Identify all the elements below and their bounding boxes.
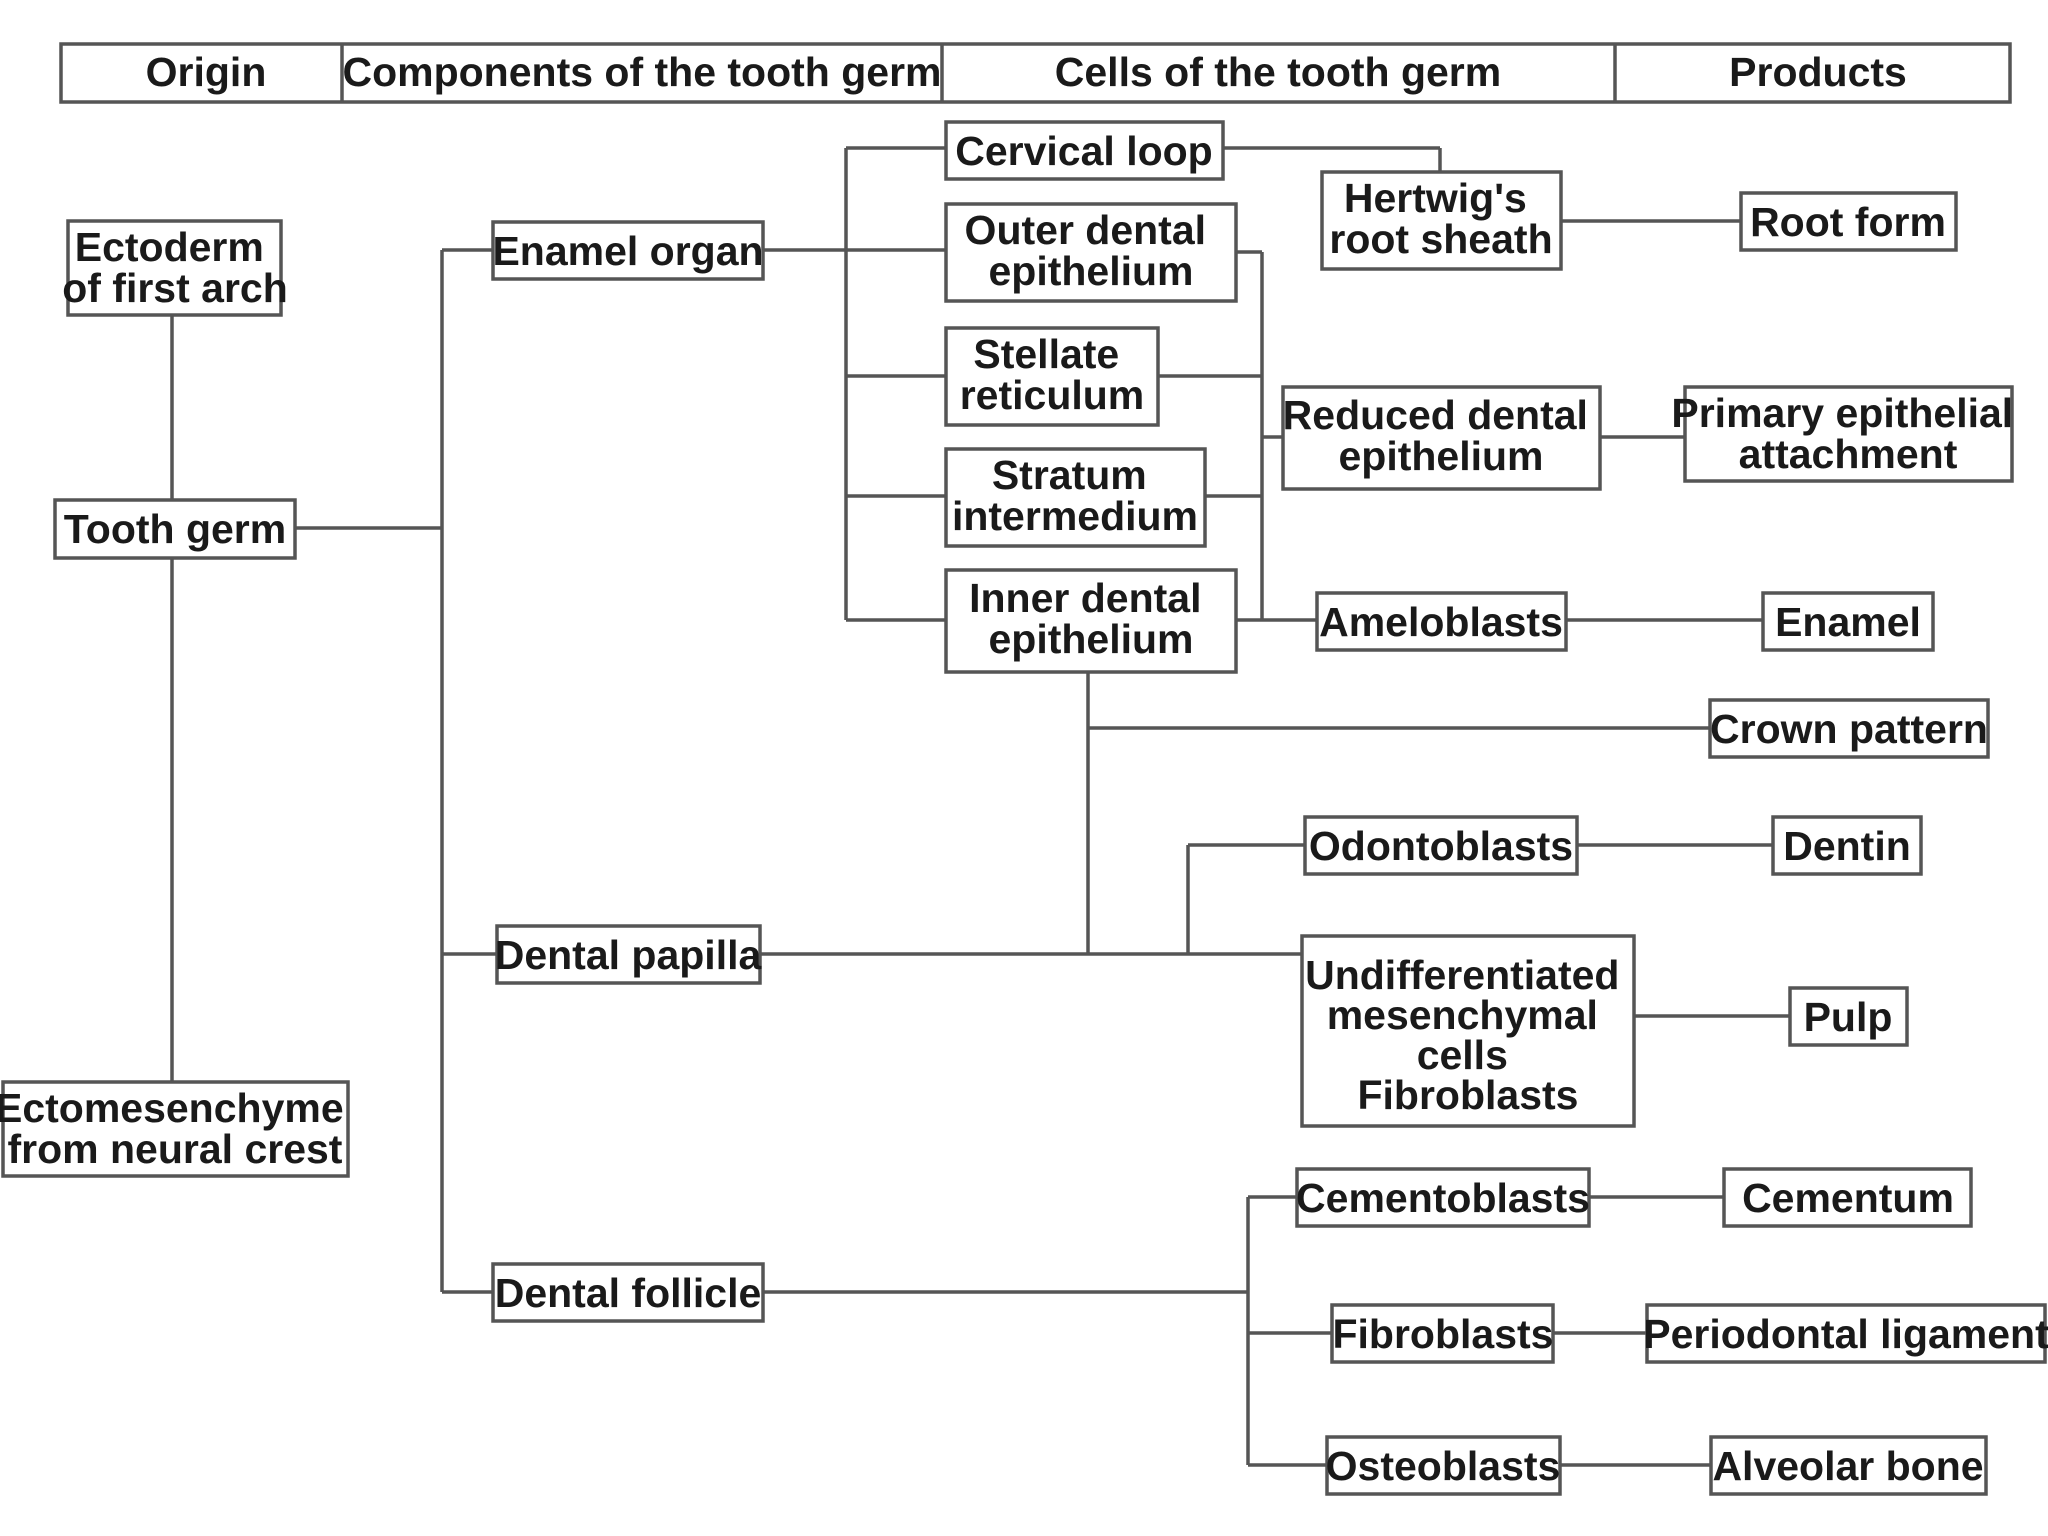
box-ectoderm — [66, 219, 283, 317]
label-cementoblasts: Cementoblasts — [1296, 1175, 1590, 1221]
header-products: Products — [1729, 49, 1907, 95]
label-stellate-reticulum: Stellate reticulum — [960, 331, 1145, 418]
connectors — [170, 146, 1790, 1467]
label-pulp: Pulp — [1804, 994, 1893, 1040]
box-crown-pattern — [1708, 698, 1990, 759]
label-odontoblasts: Odontoblasts — [1309, 823, 1573, 869]
box-alveolar-bone — [1709, 1435, 1988, 1496]
box-enamel — [1761, 591, 1935, 652]
label-crown-pattern: Crown pattern — [1710, 706, 1988, 752]
box-undifferentiated-cells — [1300, 934, 1636, 1128]
box-cementoblasts — [1295, 1167, 1591, 1228]
label-primary-epithelial-attachment: Primary epithelial attachment — [1671, 390, 2024, 477]
label-enamel: Enamel — [1775, 599, 1921, 645]
header-row: Origin Components of the tooth germ Cell… — [59, 42, 2012, 104]
box-hertwigs-root-sheath — [1320, 170, 1563, 271]
box-cervical-loop — [944, 120, 1225, 181]
box-osteoblasts — [1325, 1435, 1562, 1496]
label-cervical-loop: Cervical loop — [955, 128, 1212, 174]
label-dental-papilla: Dental papilla — [495, 932, 763, 978]
label-inner-dental-epithelium: Inner dental epithelium — [969, 575, 1213, 662]
box-tooth-germ — [53, 498, 297, 560]
box-periodontal-ligament — [1645, 1303, 2047, 1364]
box-dental-follicle — [491, 1262, 765, 1323]
node-boxes — [1, 120, 2047, 1496]
label-dentin: Dentin — [1783, 823, 1911, 869]
label-ameloblasts: Ameloblasts — [1319, 599, 1563, 645]
label-tooth-germ: Tooth germ — [64, 506, 286, 552]
label-osteoblasts: Osteoblasts — [1326, 1443, 1561, 1489]
header-cells: Cells of the tooth germ — [1055, 49, 1501, 95]
box-odontoblasts — [1303, 815, 1579, 876]
header-origin: Origin — [146, 49, 267, 95]
label-reduced-dental-epithelium: Reduced dental epithelium — [1283, 392, 1600, 479]
header-components: Components of the tooth germ — [342, 49, 941, 95]
label-ectoderm: Ectoderm of first arch — [62, 224, 288, 311]
label-ectomesenchyme: Ectomesenchyme from neural crest — [0, 1085, 355, 1172]
box-primary-epithelial-attachment — [1683, 385, 2014, 483]
box-cementum — [1722, 1167, 1973, 1228]
box-root-form — [1739, 191, 1958, 252]
label-root-form: Root form — [1750, 199, 1946, 245]
box-outer-dental-epithelium — [944, 202, 1238, 303]
box-inner-dental-epithelium — [944, 568, 1238, 674]
box-fibroblasts — [1330, 1303, 1555, 1364]
node-labels: Ectoderm of first arch Tooth germ Ectome… — [0, 128, 2048, 1489]
label-periodontal-ligament: Periodontal ligament — [1643, 1311, 2048, 1357]
label-dental-follicle: Dental follicle — [495, 1270, 762, 1316]
box-ectomesenchyme — [1, 1080, 350, 1178]
box-dentin — [1771, 815, 1923, 876]
label-alveolar-bone: Alveolar bone — [1712, 1443, 1983, 1489]
box-stratum-intermedium — [944, 447, 1207, 548]
box-ameloblasts — [1315, 591, 1568, 652]
label-outer-dental-epithelium: Outer dental epithelium — [965, 207, 1218, 294]
label-undifferentiated-cells: Undifferentiated mesenchymal cells Fibro… — [1305, 952, 1631, 1118]
label-fibroblasts: Fibroblasts — [1333, 1311, 1554, 1357]
label-hertwigs-root-sheath: Hertwig's root sheath — [1329, 175, 1552, 262]
header-frame — [59, 42, 2012, 104]
label-stratum-intermedium: Stratum intermedium — [952, 452, 1198, 539]
box-dental-papilla — [495, 924, 762, 985]
box-reduced-dental-epithelium — [1281, 385, 1602, 491]
box-stellate-reticulum — [944, 326, 1160, 427]
box-pulp — [1788, 986, 1909, 1047]
label-enamel-organ: Enamel organ — [492, 228, 763, 274]
label-cementum: Cementum — [1742, 1175, 1954, 1221]
box-enamel-organ — [491, 220, 765, 281]
